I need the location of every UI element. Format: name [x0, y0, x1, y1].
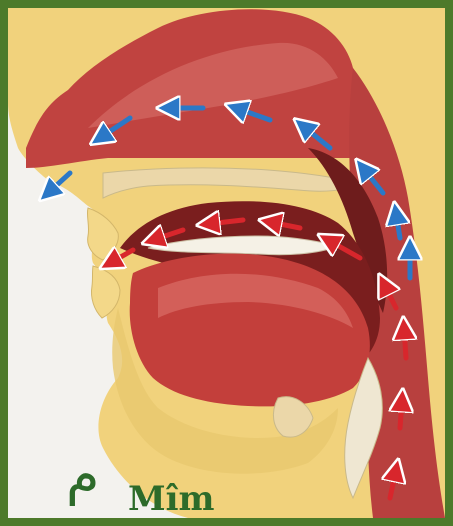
arabic-letter: م — [66, 448, 99, 502]
caption: Mîm — [128, 482, 215, 516]
red-arrow-icon — [404, 328, 406, 358]
illustration-panel: م Mîm — [8, 8, 445, 518]
vocal-tract-illustration — [8, 8, 445, 518]
red-arrow-icon — [400, 400, 402, 428]
